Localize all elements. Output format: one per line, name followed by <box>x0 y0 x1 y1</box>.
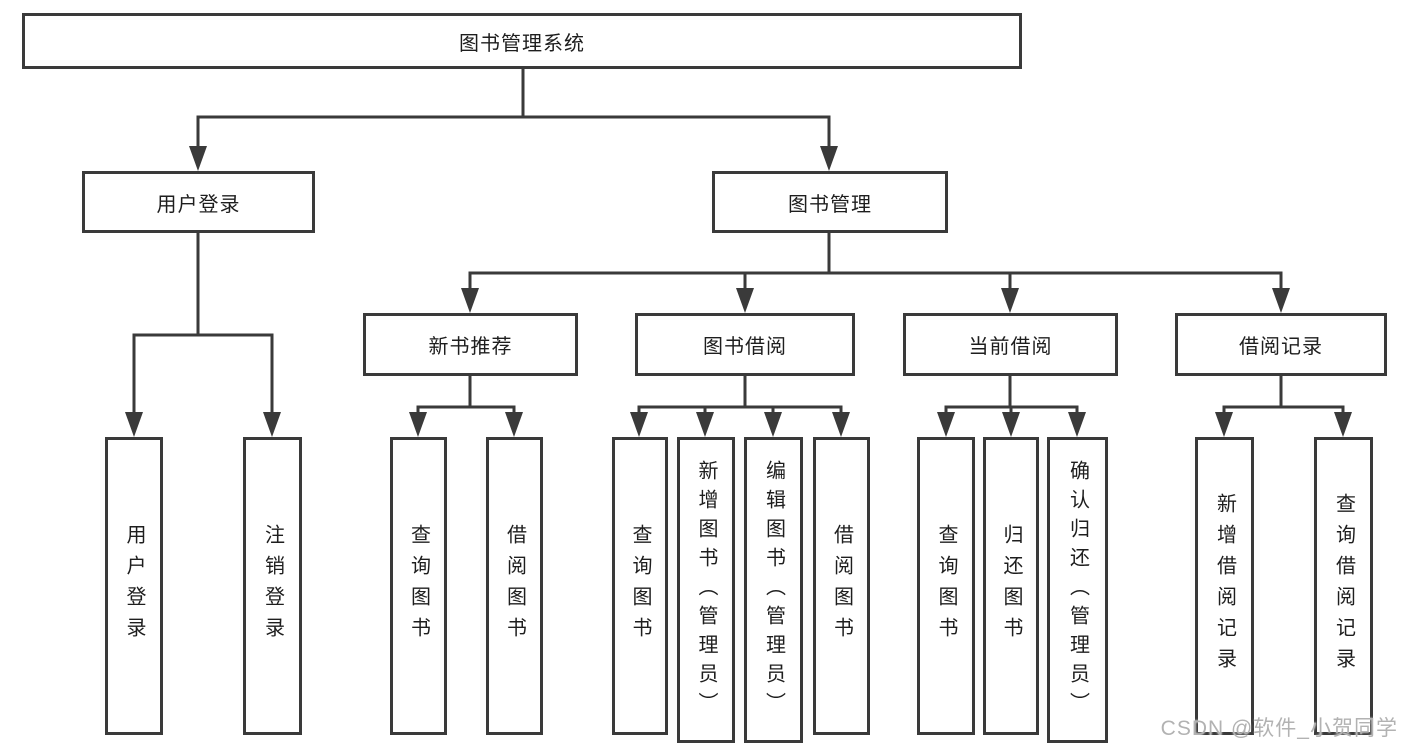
node-leaf-query-borrow-record: 查询借阅记录 <box>1314 437 1373 735</box>
node-label: 新增图书（管理员） <box>695 459 717 721</box>
node-leaf-add-borrow-record: 新增借阅记录 <box>1195 437 1254 735</box>
node-label: 用户登录 <box>156 193 241 216</box>
node-label: 借阅图书 <box>503 524 526 648</box>
node-leaf-add-books-admin: 新增图书（管理员） <box>677 437 735 743</box>
node-leaf-query-books-2: 查询图书 <box>612 437 668 735</box>
node-borrow-records: 借阅记录 <box>1175 313 1387 376</box>
node-label: 用户登录 <box>123 524 145 648</box>
node-leaf-confirm-return-admin: 确认归还（管理员） <box>1047 437 1108 743</box>
node-leaf-logout: 注销登录 <box>243 437 302 735</box>
node-label: 编辑图书（管理员） <box>762 459 785 721</box>
node-leaf-edit-books-admin: 编辑图书（管理员） <box>744 437 803 743</box>
node-label: 查询图书 <box>407 524 430 648</box>
csdn-watermark: CSDN @软件_小贺同学 <box>1160 717 1398 740</box>
node-book-management: 图书管理 <box>712 171 948 233</box>
node-leaf-query-books-1: 查询图书 <box>390 437 447 735</box>
node-label: 图书管理系统 <box>459 32 585 55</box>
node-leaf-user-login: 用户登录 <box>105 437 163 735</box>
node-current-borrow: 当前借阅 <box>903 313 1118 376</box>
node-label: 查询图书 <box>935 524 957 648</box>
node-label: 当前借阅 <box>968 336 1053 358</box>
node-library-system: 图书管理系统 <box>22 13 1022 69</box>
node-leaf-query-books-3: 查询图书 <box>917 437 975 735</box>
node-label: 借阅图书 <box>830 524 853 648</box>
node-label: 图书借阅 <box>703 336 787 358</box>
node-label: 注销登录 <box>261 524 284 648</box>
node-leaf-borrow-books-1: 借阅图书 <box>486 437 543 735</box>
node-user-login: 用户登录 <box>82 171 315 233</box>
node-new-book-recommend: 新书推荐 <box>363 313 578 376</box>
node-label: 查询借阅记录 <box>1332 493 1355 679</box>
node-label: 归还图书 <box>1000 524 1022 648</box>
node-leaf-borrow-books-2: 借阅图书 <box>813 437 870 735</box>
node-label: 查询图书 <box>629 524 651 648</box>
node-label: 借阅记录 <box>1239 336 1323 358</box>
node-label: 新增借阅记录 <box>1213 493 1236 679</box>
node-label: 确认归还（管理员） <box>1066 459 1089 721</box>
node-label: 新书推荐 <box>428 336 513 358</box>
node-book-borrow: 图书借阅 <box>635 313 855 376</box>
node-leaf-return-books: 归还图书 <box>983 437 1039 735</box>
node-label: 图书管理 <box>788 193 872 216</box>
